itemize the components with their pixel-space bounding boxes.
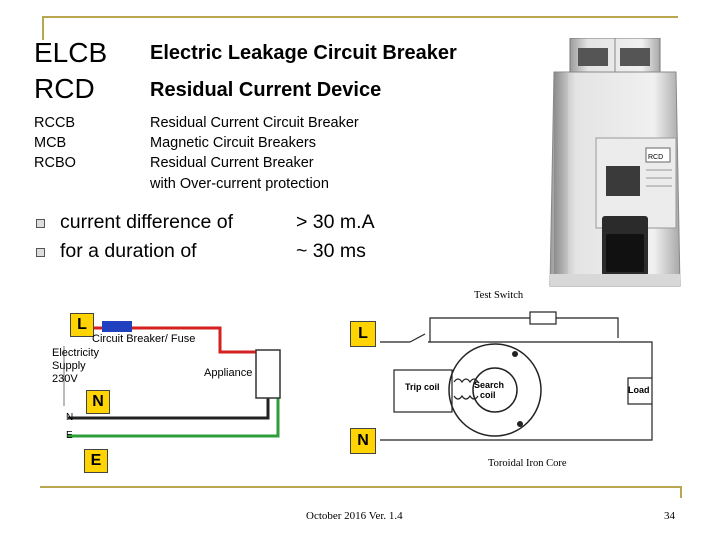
footer-date: October 2016 Ver. 1.4 <box>306 510 403 522</box>
wire-label-E: E <box>66 430 73 441</box>
appliance-label: Appliance <box>204 367 253 379</box>
abbr-rcd: RCD <box>34 73 95 104</box>
page-number: 34 <box>664 510 675 522</box>
test-switch-label: Test Switch <box>474 290 524 301</box>
full-rccb: Residual Current Circuit Breaker <box>150 115 359 131</box>
frame-left-line <box>42 16 44 40</box>
search-coil-label-2: coil <box>480 390 496 400</box>
condition-duration-value: ~ 30 ms <box>296 240 366 262</box>
full-rcd: Residual Current Device <box>150 79 382 101</box>
left-label-N: N <box>86 390 110 414</box>
abbr-mcb: MCB <box>34 135 67 151</box>
full-elcb: Electric Leakage Circuit Breaker <box>150 42 457 64</box>
load-label: Load <box>628 385 650 395</box>
full-rcbo: Residual Current Breaker <box>150 155 314 171</box>
frame-bottom-line <box>40 486 682 488</box>
full-mcb: Magnetic Circuit Breakers <box>150 135 316 151</box>
condition-current-text: current difference of <box>60 211 234 233</box>
frame-right-line <box>680 486 682 498</box>
frame-top-line <box>42 16 678 18</box>
left-label-E: E <box>84 449 108 473</box>
bullet-marker <box>36 219 45 228</box>
search-coil-label-1: Search <box>474 380 505 390</box>
abbr-rcbo: RCBO <box>34 155 76 171</box>
device-panel-label: RCD <box>648 154 663 161</box>
right-label-N: N <box>350 428 376 454</box>
right-label-L: L <box>350 321 376 347</box>
core-label: Toroidal Iron Core <box>488 458 567 469</box>
wire-label-N: N <box>66 412 74 423</box>
right-rcd-schematic <box>380 311 653 441</box>
condition-duration-text: for a duration of <box>60 240 197 262</box>
condition-current-value: > 30 m.A <box>296 211 375 233</box>
supply-label-3: 230V <box>52 373 78 385</box>
trip-coil-label: Trip coil <box>405 382 440 392</box>
breaker-label: Circuit Breaker/ Fuse <box>92 333 196 345</box>
supply-label-2: Supply <box>52 360 86 372</box>
abbr-rccb: RCCB <box>34 115 76 131</box>
full-rcbo-cont: with Over-current protection <box>150 176 329 192</box>
abbr-elcb: ELCB <box>34 37 108 68</box>
left-label-L: L <box>70 313 94 337</box>
supply-label-1: Electricity <box>52 347 100 359</box>
bullet-marker <box>36 248 45 257</box>
rcd-device-image: RCD <box>549 38 681 287</box>
